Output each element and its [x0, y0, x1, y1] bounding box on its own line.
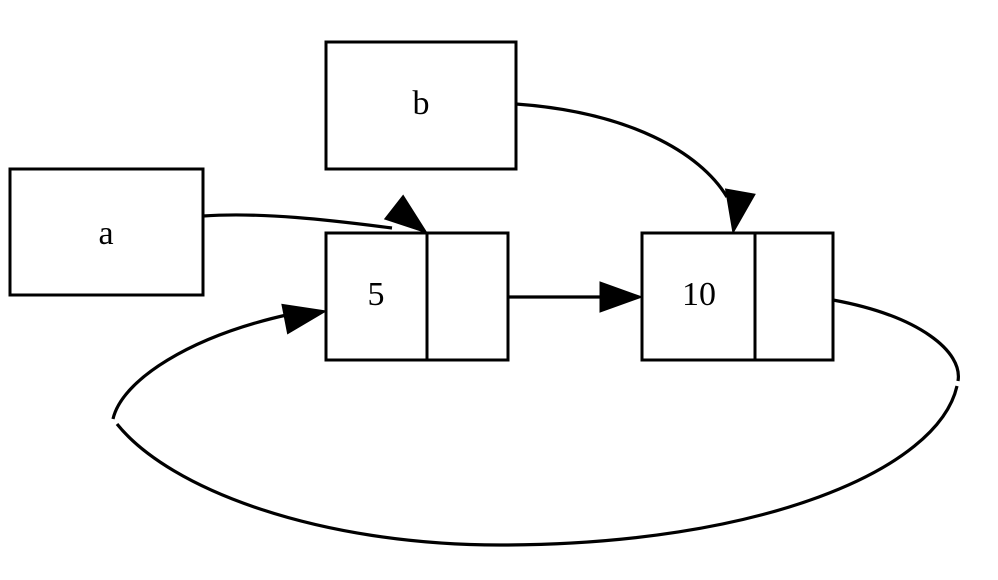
- node-box[interactable]: [324, 231, 510, 362]
- edge-line: [111, 298, 960, 547]
- arrow-head-icon: [383, 194, 429, 234]
- edge-node5-to-node10: [508, 281, 644, 313]
- edges-layer: [111, 102, 960, 547]
- node-label: a: [98, 215, 113, 252]
- arrow-head-icon: [599, 281, 644, 313]
- arrow-head-icon: [281, 303, 328, 335]
- node-b[interactable]: b: [324, 40, 518, 171]
- node-node10[interactable]: 10: [640, 231, 835, 362]
- node-box[interactable]: [324, 40, 518, 171]
- node-label: 10: [682, 276, 716, 313]
- edge-node10-loop-to-node5: [111, 298, 960, 547]
- nodes-layer: a b 5 10: [8, 40, 835, 362]
- node-box[interactable]: [8, 167, 205, 297]
- node-a[interactable]: a: [8, 167, 205, 297]
- node-label: b: [413, 85, 430, 122]
- edge-a-to-node5: [202, 194, 429, 234]
- edge-line: [515, 102, 729, 198]
- edge-b-to-node10: [515, 102, 756, 235]
- node-node5[interactable]: 5: [324, 231, 510, 362]
- node-label: 5: [368, 276, 385, 313]
- edge-line: [202, 213, 393, 230]
- node-box[interactable]: [640, 231, 835, 362]
- arrow-head-icon: [724, 188, 756, 235]
